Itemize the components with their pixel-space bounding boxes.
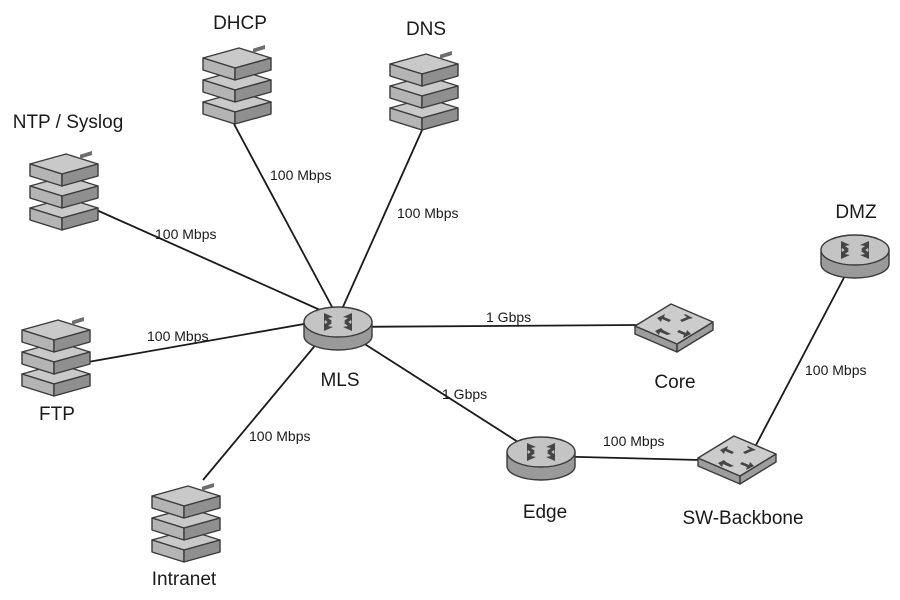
link-label-mls-edge: 1 Gbps [442, 386, 487, 402]
node-label-edge: Edge [523, 502, 567, 523]
link-label-backbone-dmz: 100 Mbps [805, 362, 866, 378]
node-label-backbone: SW-Backbone [682, 508, 803, 529]
server-stack-icon [390, 51, 458, 130]
server-stack-icon [203, 45, 271, 124]
node-intranet[interactable]: Intranet [152, 483, 220, 590]
node-dns[interactable]: DNS [390, 19, 458, 130]
links [87, 123, 849, 481]
node-core[interactable]: Core [634, 303, 714, 393]
node-label-intranet: Intranet [152, 569, 217, 590]
link-mls-core [337, 324, 638, 328]
node-ftp[interactable]: FTP [22, 317, 90, 425]
server-stack-icon [30, 151, 98, 230]
server-stack-icon [22, 317, 90, 396]
node-label-ftp: FTP [39, 404, 75, 425]
link-label-edge-backbone: 100 Mbps [603, 433, 664, 449]
server-stack-icon [152, 483, 220, 562]
node-dhcp[interactable]: DHCP [203, 13, 271, 124]
link-backbone-dmz [755, 269, 849, 446]
link-mls-ntp [91, 207, 339, 319]
link-label-mls-core: 1 Gbps [486, 309, 531, 325]
link-label-mls-ftp: 100 Mbps [147, 328, 208, 344]
link-label-mls-intranet: 100 Mbps [249, 428, 310, 444]
link-mls-edge [337, 326, 541, 457]
node-label-core: Core [654, 372, 695, 393]
switch-icon [634, 303, 714, 353]
link-label-mls-ntp: 100 Mbps [155, 226, 216, 242]
node-dmz[interactable]: DMZ [820, 202, 890, 279]
router-icon [506, 436, 576, 481]
link-labels: 100 Mbps 100 Mbps 100 Mbps 100 Mbps 100 … [147, 167, 866, 449]
switch-icon [697, 435, 777, 485]
link-label-mls-dns: 100 Mbps [397, 205, 458, 221]
link-mls-dns [337, 127, 424, 319]
node-label-dhcp: DHCP [213, 13, 267, 34]
node-label-dns: DNS [406, 19, 446, 40]
node-ntp[interactable]: NTP / Syslog [13, 112, 124, 230]
link-label-mls-dhcp: 100 Mbps [270, 167, 331, 183]
node-label-dmz: DMZ [835, 202, 877, 223]
node-label-ntp: NTP / Syslog [13, 112, 124, 133]
node-mls[interactable]: MLS [303, 306, 373, 391]
node-backbone[interactable]: SW-Backbone [682, 435, 804, 529]
router-icon [303, 306, 373, 351]
node-edge[interactable]: Edge [506, 436, 576, 523]
link-mls-ftp [87, 317, 339, 363]
router-icon [820, 234, 890, 279]
node-label-mls: MLS [320, 370, 359, 391]
link-mls-dhcp [233, 123, 339, 319]
